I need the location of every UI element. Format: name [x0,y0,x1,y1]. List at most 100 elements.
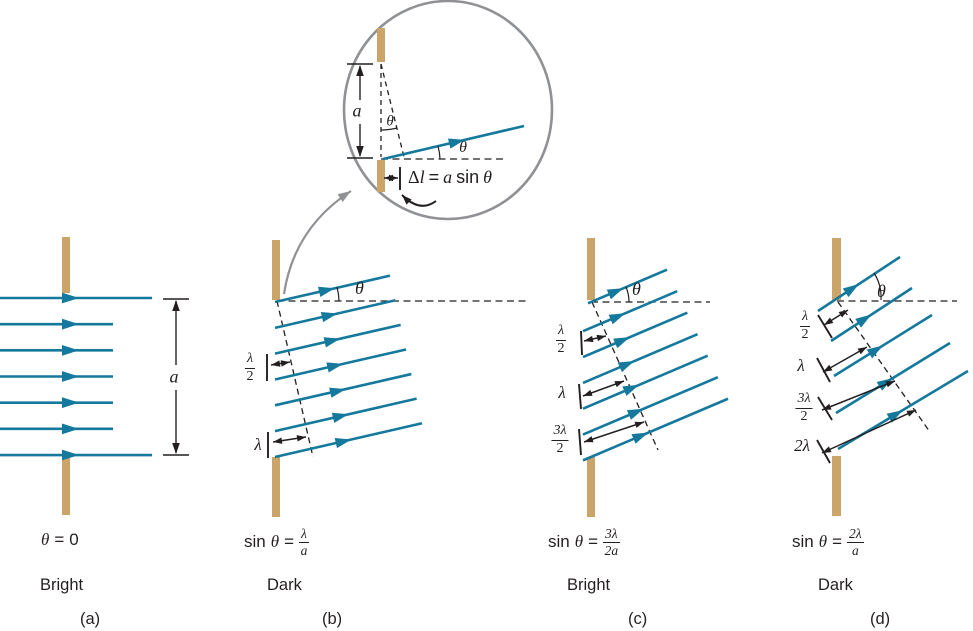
ray-arrowhead [855,314,872,328]
light-ray [582,311,688,359]
panel-c-formula: sin θ = 3λ 2a [548,525,620,558]
measure-arrowhead [824,317,834,325]
measure-arrowhead [822,446,832,453]
panel-d-path-label-two-lambda: 2λ [794,436,810,455]
ray-arrowhead [631,432,649,444]
delta-symbol: Δ [408,167,420,187]
slit-bar [377,28,385,62]
ray-arrowhead [606,288,624,300]
ray-arrowhead [613,337,630,349]
panel-b-formula: sin θ = λ a [244,525,309,558]
measure-arrowhead [280,360,290,367]
inset-theta-triangle-label: θ [386,113,394,130]
measure-arrowhead [857,347,867,355]
panel-c-theta-label: θ [632,279,641,299]
dimension-arrowhead [356,65,364,76]
measure-arrowhead [614,381,624,388]
panel-b-path-label-half-lambda: λ 2 [244,351,256,384]
ray-arrowhead [318,286,335,297]
panel-d-path-label-three-half-lambda: 3λ 2 [795,391,813,424]
slit-bar [587,238,595,300]
dimension-arrowhead [172,300,180,311]
measure-tick [580,330,583,356]
ray-arrowhead [331,412,349,423]
angle-arc [437,145,441,160]
slit-bar [587,457,595,517]
measure-arrow [821,380,896,411]
panel-b-path-label-lambda: λ [254,435,262,454]
ray-arrowhead [622,384,640,396]
panel-d-condition-label: Dark [818,576,853,594]
ray-arrowhead [334,437,352,449]
ray-arrowhead [62,449,79,461]
ray-arrowhead [62,292,79,304]
light-ray [582,397,729,462]
measure-arrowhead [823,364,833,372]
dimension-arrowhead [356,146,364,157]
measure-arrowhead [384,174,393,182]
measure-arrow [821,409,917,454]
ray-arrowhead [326,362,344,373]
measure-arrow [583,421,645,443]
ray-arrowhead [866,345,883,359]
wavefront-dashed-line [837,301,931,433]
wavefront-dashed-line [591,301,659,451]
ray-arrowhead [62,318,79,330]
measure-tick [817,314,833,339]
ray-arrowhead [62,371,79,382]
light-ray [587,268,668,305]
light-ray [582,290,678,333]
slit-bar [272,457,280,517]
measure-arrowhead [906,410,916,417]
angle-arc [873,272,882,301]
slit-bar [62,455,70,515]
measure-arrowhead [885,381,895,388]
panel-a-formula: θ = 0 [41,530,79,549]
ray-arrowhead [62,423,79,435]
panel-c-path-label-three-half-lambda: 3λ 2 [551,423,569,456]
panel-b-theta-label: θ [355,278,364,298]
panel-c-path-label-lambda: λ [558,383,566,402]
path-difference-pointer-arrowhead [402,195,412,205]
ray-arrowhead [323,337,341,348]
light-ray [582,333,699,385]
panel-a-caption: (a) [80,610,101,628]
panel-c-caption: (c) [628,610,648,628]
measure-arrowhead [271,360,281,367]
inset-slit-width-label: a [352,100,362,121]
slit-bar [832,238,841,300]
measure-tick [578,428,582,456]
ray-arrowhead [320,312,338,323]
panel-d-formula: sin θ = 2λ a [792,525,864,558]
ray-arrowhead [62,397,79,409]
measure-arrowhead [296,435,306,442]
slit-bar [377,160,385,192]
light-ray [582,354,709,410]
ray-arrowhead [842,284,859,298]
magnifier-callout-arrowhead [337,191,351,202]
panel-c-condition-label: Bright [567,576,611,594]
slit-bar [832,456,841,516]
panel-b-caption: (b) [322,610,343,628]
slit-bar [62,237,70,293]
wavefront-dashed-line [276,300,314,458]
ray-arrowhead [608,313,626,325]
angle-arc [625,286,630,303]
angle-arc [380,127,398,131]
dimension-arrowhead [172,443,180,454]
measure-arrowhead [584,436,594,443]
magnifier-callout-curve [282,190,352,295]
panel-d-path-label-half-lambda: λ 2 [799,309,811,342]
panel-d-caption: (d) [870,610,891,628]
measure-arrowhead [822,403,832,410]
slit-bar [272,240,280,300]
measure-arrowhead [634,421,644,428]
light-ray [582,376,719,436]
angle-arc [336,286,340,302]
measure-arrowhead [273,437,283,444]
measure-arrowhead [583,389,593,396]
ray-arrowhead [329,387,346,398]
hypotenuse-dashed-line [380,63,405,158]
